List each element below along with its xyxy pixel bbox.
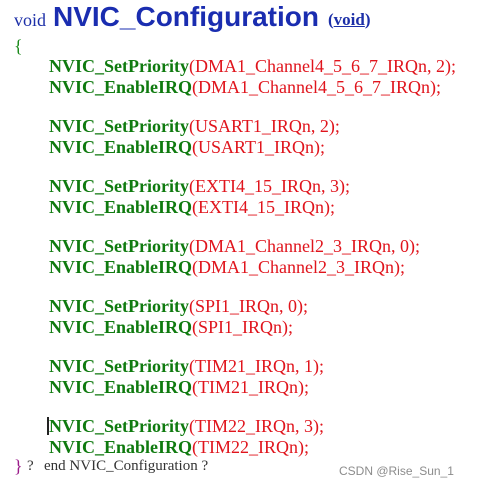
close-paren-semicolon: ); — [394, 257, 406, 277]
open-paren: ( — [188, 56, 195, 76]
call-arguments: TIM21_IRQn — [198, 377, 299, 397]
param-keyword: void — [333, 10, 365, 29]
close-paren-semicolon: ); — [312, 416, 324, 436]
function-call-name: NVIC_EnableIRQ — [49, 317, 193, 337]
code-line: NVIC_SetPriority(DMA1_Channel4_5_6_7_IRQ… — [49, 57, 456, 75]
footer-mark: ? — [27, 458, 34, 474]
close-paren-semicolon: ); — [408, 236, 420, 256]
call-arguments: SPI1_IRQn — [198, 317, 283, 337]
code-line: NVIC_EnableIRQ(DMA1_Channel2_3_IRQn); — [49, 258, 405, 276]
close-paren-semicolon: ); — [282, 317, 294, 337]
open-paren: ( — [188, 236, 195, 256]
call-arguments: TIM22_IRQn, 3 — [194, 416, 313, 436]
code-line: NVIC_SetPriority(USART1_IRQn, 2); — [49, 117, 340, 135]
close-paren-semicolon: ); — [312, 356, 324, 376]
code-line: NVIC_EnableIRQ(TIM21_IRQn); — [49, 378, 309, 396]
function-call-name: NVIC_SetPriority — [49, 416, 189, 436]
open-paren: ( — [192, 437, 199, 457]
end-comment: end NVIC_Configuration ? — [44, 458, 209, 474]
open-paren: ( — [192, 77, 199, 97]
open-paren: ( — [188, 116, 195, 136]
open-paren: ( — [192, 137, 199, 157]
function-call-name: NVIC_SetPriority — [49, 356, 189, 376]
close-paren-semicolon: ); — [444, 56, 456, 76]
code-line: NVIC_SetPriority(DMA1_Channel2_3_IRQn, 0… — [49, 237, 420, 255]
call-arguments: DMA1_Channel2_3_IRQn — [198, 257, 395, 277]
code-line: NVIC_EnableIRQ(DMA1_Channel4_5_6_7_IRQn)… — [49, 78, 441, 96]
function-name: NVIC_Configuration — [53, 1, 319, 32]
call-arguments: DMA1_Channel2_3_IRQn, 0 — [194, 236, 409, 256]
close-paren-semicolon: ); — [338, 176, 350, 196]
return-type-keyword: void — [14, 10, 47, 30]
function-call-name: NVIC_EnableIRQ — [49, 437, 193, 457]
text-cursor — [47, 417, 49, 435]
call-arguments: EXTI4_15_IRQn, 3 — [194, 176, 339, 196]
code-line: NVIC_EnableIRQ(EXTI4_15_IRQn); — [49, 198, 335, 216]
function-call-name: NVIC_EnableIRQ — [49, 137, 193, 157]
close-brace: } — [14, 456, 23, 476]
open-paren: ( — [192, 197, 199, 217]
call-arguments: TIM21_IRQn, 1 — [194, 356, 313, 376]
code-line: NVIC_SetPriority(TIM21_IRQn, 1); — [49, 357, 324, 375]
open-paren: ( — [188, 356, 195, 376]
function-call-name: NVIC_EnableIRQ — [49, 197, 193, 217]
function-call-name: NVIC_EnableIRQ — [49, 257, 193, 277]
close-paren-semicolon: ); — [328, 116, 340, 136]
code-line: NVIC_EnableIRQ(TIM22_IRQn); — [49, 438, 309, 456]
function-call-name: NVIC_EnableIRQ — [49, 77, 193, 97]
function-call-name: NVIC_SetPriority — [49, 296, 189, 316]
call-arguments: USART1_IRQn — [198, 137, 314, 157]
open-paren: ( — [188, 176, 195, 196]
open-paren: ( — [188, 296, 195, 316]
close-paren-semicolon: ); — [298, 437, 310, 457]
function-call-name: NVIC_SetPriority — [49, 176, 189, 196]
function-call-name: NVIC_SetPriority — [49, 56, 189, 76]
code-line: NVIC_SetPriority(SPI1_IRQn, 0); — [49, 297, 308, 315]
open-paren: ( — [192, 317, 199, 337]
code-line: NVIC_EnableIRQ(SPI1_IRQn); — [49, 318, 293, 336]
call-arguments: SPI1_IRQn, 0 — [194, 296, 297, 316]
param-open-paren: ( — [328, 10, 334, 29]
call-arguments: DMA1_Channel4_5_6_7_IRQn, 2 — [194, 56, 445, 76]
code-line: NVIC_EnableIRQ(USART1_IRQn); — [49, 138, 325, 156]
watermark: CSDN @Rise_Sun_1 — [339, 464, 454, 478]
close-paren-semicolon: ); — [298, 377, 310, 397]
close-paren-semicolon: ); — [296, 296, 308, 316]
open-paren: ( — [192, 257, 199, 277]
close-paren-semicolon: ); — [313, 137, 325, 157]
function-call-name: NVIC_SetPriority — [49, 116, 189, 136]
parameter-list: (void) — [328, 10, 371, 30]
call-arguments: EXTI4_15_IRQn — [198, 197, 325, 217]
close-paren-semicolon: ); — [430, 77, 442, 97]
open-brace: { — [14, 36, 23, 56]
function-call-name: NVIC_SetPriority — [49, 236, 189, 256]
call-arguments: TIM22_IRQn — [198, 437, 299, 457]
open-paren: ( — [188, 416, 195, 436]
close-paren-semicolon: ); — [324, 197, 336, 217]
call-arguments: DMA1_Channel4_5_6_7_IRQn — [198, 77, 431, 97]
param-close-paren: ) — [364, 10, 371, 29]
code-line: NVIC_SetPriority(TIM22_IRQn, 3); — [49, 417, 324, 435]
call-arguments: USART1_IRQn, 2 — [194, 116, 329, 136]
open-paren: ( — [192, 377, 199, 397]
code-line: NVIC_SetPriority(EXTI4_15_IRQn, 3); — [49, 177, 350, 195]
function-call-name: NVIC_EnableIRQ — [49, 377, 193, 397]
